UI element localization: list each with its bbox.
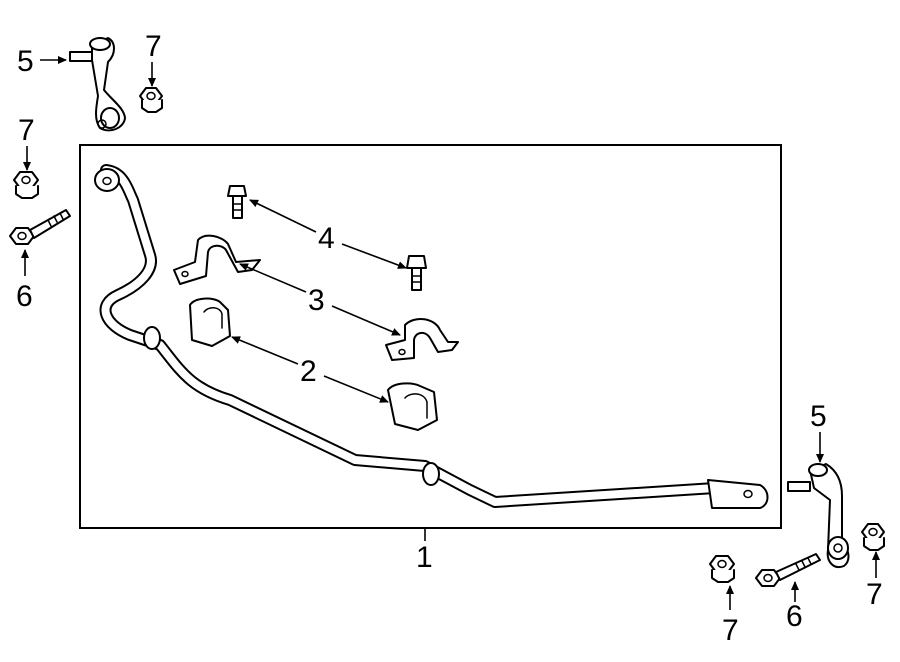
callout-nut-top-left: 7 bbox=[145, 30, 162, 63]
stabilizer-bar bbox=[94, 164, 769, 509]
link-bolt-left bbox=[9, 209, 71, 245]
leader-4a bbox=[249, 199, 317, 233]
bushing-bracket-upper bbox=[173, 234, 261, 285]
stabilizer-link-left bbox=[69, 37, 126, 132]
nut-top-left bbox=[139, 87, 163, 113]
callout-link-bolt-left: 6 bbox=[16, 280, 33, 313]
bushing-lower bbox=[387, 382, 438, 431]
bracket-bolt-lower bbox=[406, 255, 427, 291]
bushing-upper bbox=[189, 297, 231, 347]
callout-nut-mid-left: 7 bbox=[18, 114, 35, 147]
leader-4b bbox=[341, 243, 407, 269]
bushing-bracket-lower bbox=[385, 318, 459, 361]
leader-3b bbox=[331, 305, 401, 336]
leader-2a bbox=[231, 336, 299, 365]
callout-bushing-bracket: 3 bbox=[308, 284, 325, 317]
callout-bushing: 2 bbox=[300, 355, 317, 388]
assembly-frame bbox=[79, 144, 782, 529]
callout-nut-bottom-center: 7 bbox=[722, 614, 739, 647]
callout-link-left: 5 bbox=[17, 45, 34, 78]
callout-link-bolt-right: 6 bbox=[786, 600, 803, 633]
nut-right bbox=[861, 523, 885, 551]
leader-2b bbox=[323, 375, 389, 403]
callout-link-right: 5 bbox=[810, 400, 827, 433]
leader-3a bbox=[239, 263, 307, 293]
nut-bottom-center bbox=[709, 555, 735, 583]
callout-stabilizer-bar: 1 bbox=[416, 541, 433, 574]
callout-nut-right: 7 bbox=[866, 578, 883, 611]
nut-mid-left bbox=[13, 171, 39, 199]
link-bolt-right bbox=[755, 553, 821, 587]
bracket-bolt-upper bbox=[227, 185, 247, 219]
callout-bracket-bolt: 4 bbox=[318, 222, 335, 255]
stabilizer-link-right bbox=[787, 463, 850, 568]
